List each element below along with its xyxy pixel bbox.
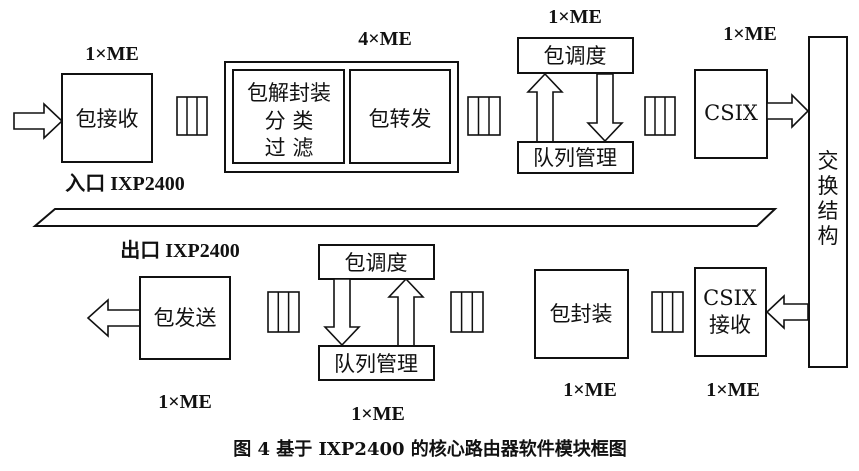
down-arrow-icon bbox=[323, 278, 361, 347]
egress-scheduler-label: 包调度 bbox=[345, 251, 408, 275]
egress-queue-mgmt-label: 队列管理 bbox=[334, 352, 418, 376]
me-label-packet-receive: 1×ME bbox=[85, 43, 139, 65]
me-label-packet-send: 1×ME bbox=[158, 391, 212, 413]
me-label-classify-forward: 4×ME bbox=[358, 28, 412, 50]
ingress-queue-mgmt-label: 队列管理 bbox=[533, 146, 617, 170]
egress-scheduler-block: 包调度 bbox=[318, 244, 435, 280]
packet-encap-label: 包封装 bbox=[550, 302, 613, 326]
decap-label: 包解封装 bbox=[247, 81, 331, 105]
queue-ring-icon bbox=[651, 291, 684, 333]
me-label-packet-encap: 1×ME bbox=[563, 379, 617, 401]
separator-band bbox=[32, 208, 778, 227]
packet-encap-block: 包封装 bbox=[534, 269, 629, 359]
packet-forward-label: 包转发 bbox=[369, 107, 432, 131]
egress-label: 出口 IXP2400 bbox=[120, 239, 239, 262]
csix-tx-label: CSIX bbox=[704, 101, 758, 125]
filter-label: 过 滤 bbox=[265, 136, 314, 160]
up-arrow-icon bbox=[526, 72, 564, 143]
down-arrow-icon bbox=[586, 73, 624, 143]
switch-fabric-char-4: 构 bbox=[818, 224, 839, 248]
input-arrow-icon bbox=[13, 102, 64, 140]
output-arrow-icon bbox=[86, 298, 141, 338]
queue-ring-icon bbox=[450, 291, 484, 333]
packet-receive-label: 包接收 bbox=[76, 107, 139, 131]
csix-rx-label-2: 接收 bbox=[709, 313, 751, 337]
classify-forward-group: 包解封装 分 类 过 滤 包转发 bbox=[224, 61, 459, 173]
ingress-label: 入口 IXP2400 bbox=[65, 172, 184, 195]
me-label-ingress-scheduler: 1×ME bbox=[548, 6, 602, 28]
queue-ring-icon bbox=[467, 96, 501, 136]
me-label-csix-rx: 1×ME bbox=[706, 379, 760, 401]
egress-queue-mgmt-block: 队列管理 bbox=[318, 345, 435, 381]
me-label-egress-queue: 1×ME bbox=[351, 403, 405, 425]
packet-send-block: 包发送 bbox=[139, 276, 231, 360]
csix-tx-block: CSIX bbox=[694, 69, 768, 159]
ingress-scheduler-block: 包调度 bbox=[517, 37, 634, 74]
csix-rx-label-1: CSIX bbox=[703, 286, 757, 310]
switch-fabric-char-1: 交 bbox=[818, 149, 839, 173]
queue-ring-icon bbox=[644, 96, 676, 136]
up-arrow-icon bbox=[387, 277, 425, 347]
classify-label: 分 类 bbox=[265, 109, 314, 133]
left-arrow-icon bbox=[765, 294, 809, 330]
switch-fabric-block: 交 换 结 构 bbox=[808, 36, 848, 368]
csix-rx-block: CSIX 接收 bbox=[694, 267, 767, 357]
ingress-scheduler-label: 包调度 bbox=[544, 44, 607, 68]
packet-send-label: 包发送 bbox=[154, 306, 217, 330]
queue-ring-icon bbox=[176, 96, 208, 136]
switch-fabric-char-2: 换 bbox=[818, 174, 839, 198]
ingress-queue-mgmt-block: 队列管理 bbox=[517, 141, 634, 174]
right-arrow-icon bbox=[766, 93, 810, 129]
me-label-csix-tx: 1×ME bbox=[723, 23, 777, 45]
figure-caption: 图 4 基于 IXP2400 的核心路由器软件模块框图 bbox=[233, 438, 627, 460]
queue-ring-icon bbox=[267, 291, 300, 333]
switch-fabric-char-3: 结 bbox=[818, 199, 839, 223]
packet-receive-block: 包接收 bbox=[61, 73, 153, 163]
